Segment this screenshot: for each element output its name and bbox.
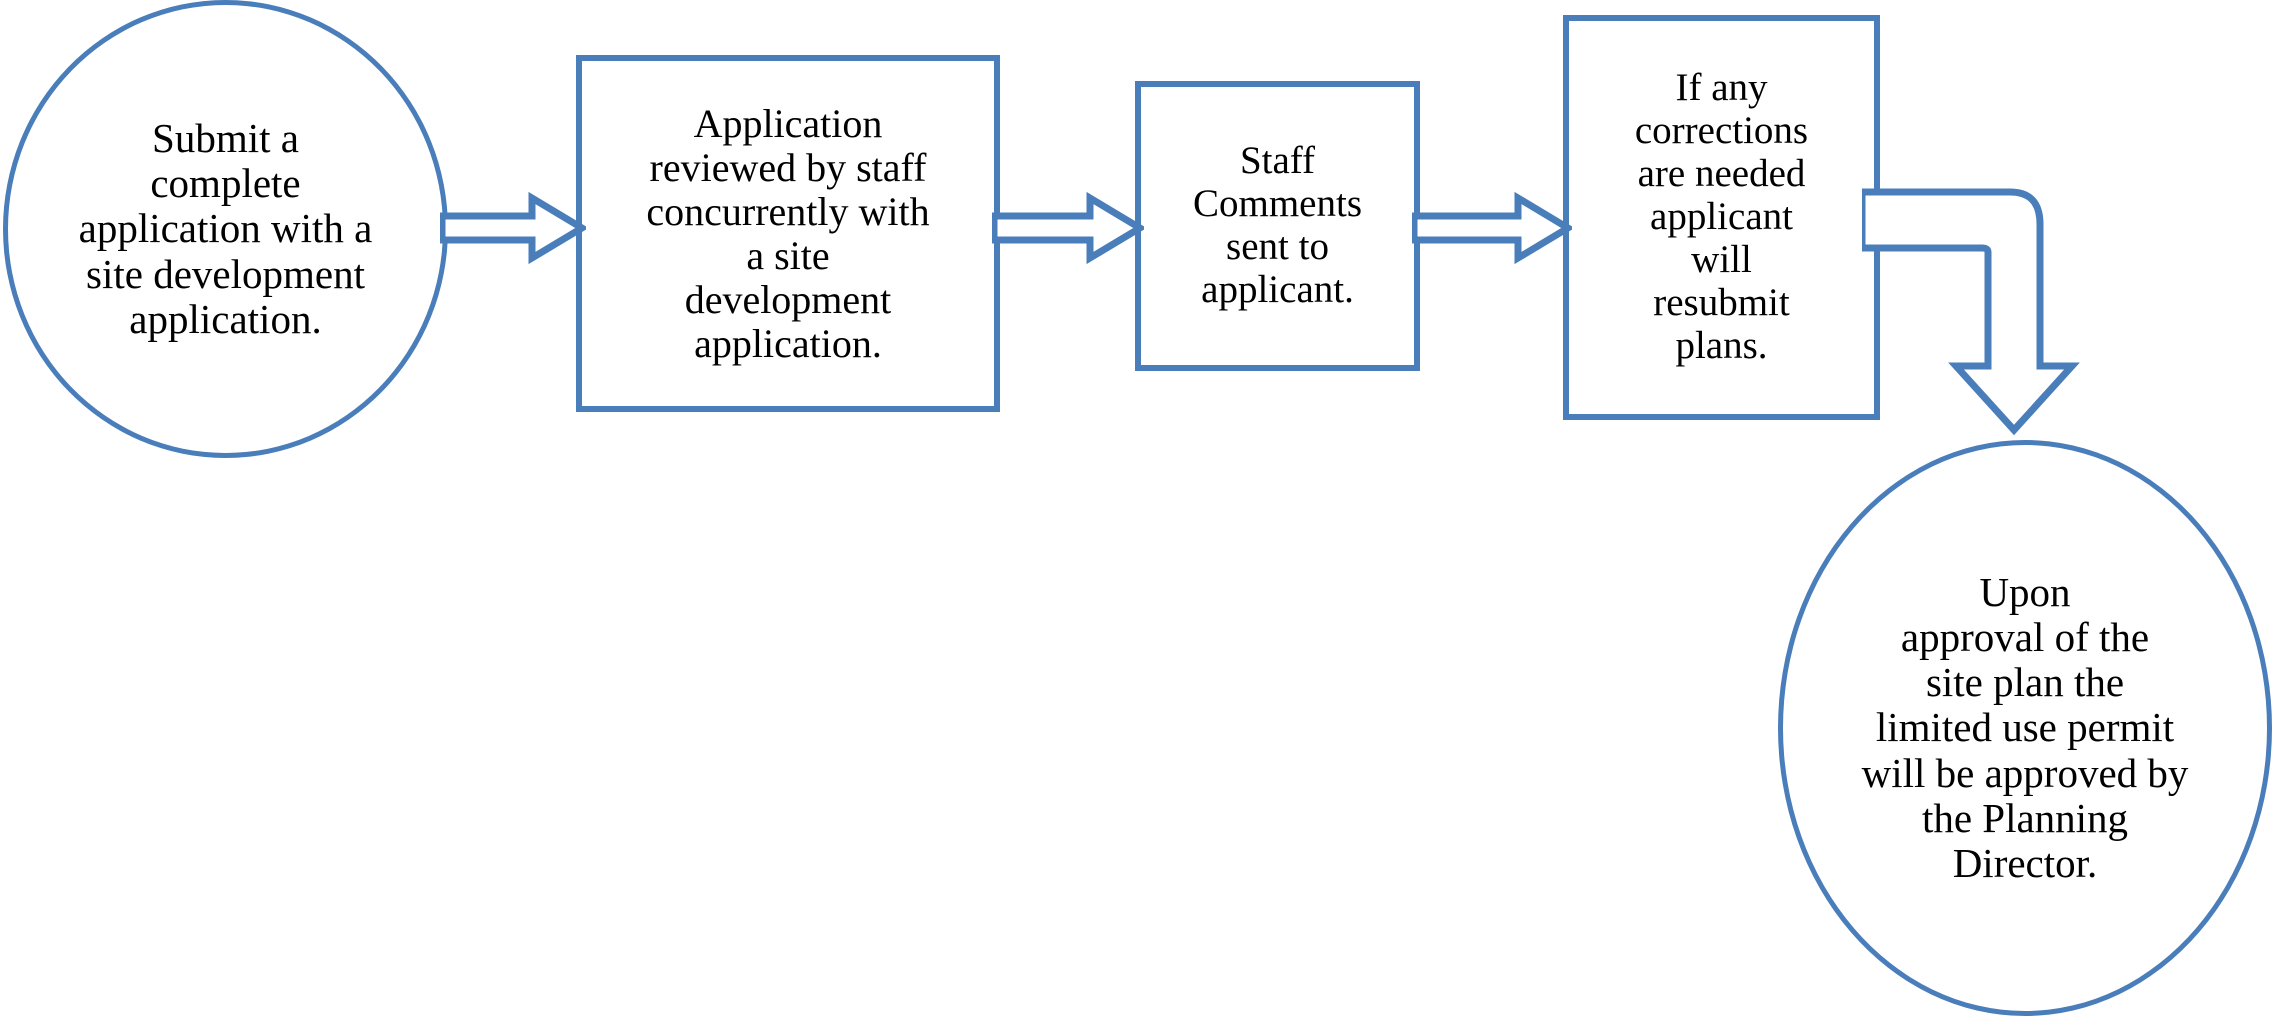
arrow-shape: [994, 198, 1140, 258]
flow-node-label: Submit a complete application with a sit…: [78, 115, 373, 342]
flow-node-submit-application[interactable]: Submit a complete application with a sit…: [3, 0, 448, 458]
arrow-shape: [442, 198, 582, 258]
arrow-right-icon: [992, 188, 1144, 268]
arrow-shape: [1414, 198, 1568, 258]
flow-node-staff-comments[interactable]: Staff Comments sent to applicant.: [1135, 81, 1420, 371]
flow-node-label: Staff Comments sent to applicant.: [1192, 139, 1362, 311]
flow-node-label: If any corrections are needed applicant …: [1634, 66, 1809, 367]
flow-node-label: Upon approval of the site plan the limit…: [1861, 569, 2189, 886]
arrow-shape: [1862, 192, 2072, 430]
arrow-right-icon: [440, 188, 586, 268]
flow-node-application-reviewed[interactable]: Application reviewed by staff concurrent…: [576, 55, 1000, 412]
flow-node-label: Application reviewed by staff concurrent…: [646, 100, 930, 366]
flow-node-planning-director[interactable]: Upon approval of the site plan the limit…: [1778, 440, 2272, 1016]
flow-node-resubmit-plans[interactable]: If any corrections are needed applicant …: [1563, 15, 1880, 420]
arrow-right-icon: [1412, 188, 1572, 268]
arrow-elbow-down-icon: [1862, 168, 2124, 436]
